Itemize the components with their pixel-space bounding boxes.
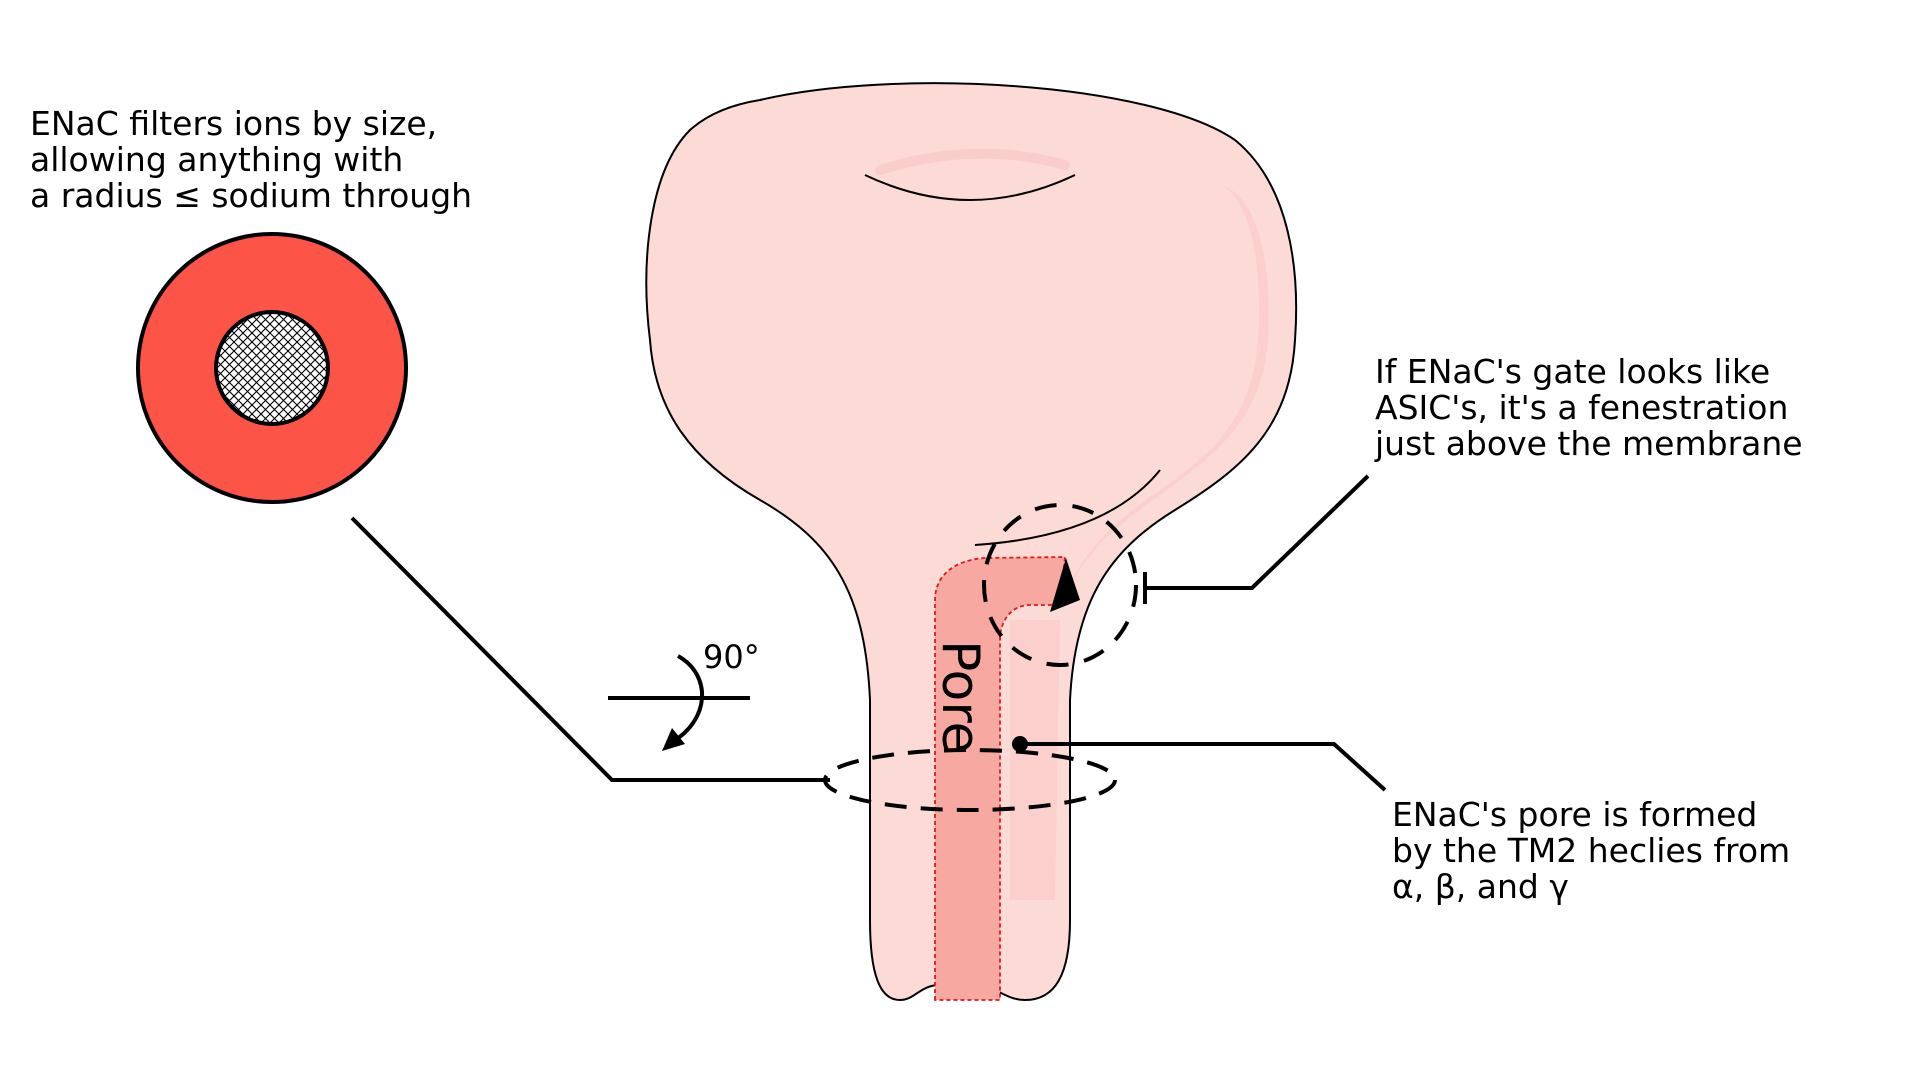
protein-highlight — [875, 148, 1070, 175]
gate-region-ellipse — [982, 503, 1138, 667]
protein-rim — [864, 174, 1076, 201]
rotation-arc — [670, 654, 704, 744]
filter-annotation: ENaC filters ions by size, allowing anyt… — [30, 104, 472, 215]
pore-channel-group: Pore — [930, 556, 1080, 1001]
pore-cross-section — [136, 232, 408, 504]
gate-wedge — [1050, 558, 1080, 612]
rotation-arrowhead — [662, 728, 685, 751]
pore-label: Pore — [930, 640, 990, 754]
rotation-symbol: 90° — [608, 638, 760, 751]
rotation-label: 90° — [703, 638, 760, 676]
pore-annotation: ENaC's pore is formed by the TM2 heclies… — [1392, 795, 1801, 906]
gate-annotation-line: If ENaC's gate looks like — [1375, 352, 1770, 391]
pore-leader-line — [1020, 742, 1387, 792]
filter-annotation-line: ENaC filters ions by size, — [30, 104, 437, 143]
filter-annotation-line: allowing anything with — [30, 140, 403, 179]
protein-shade — [1010, 185, 1269, 900]
filter-leader-line — [350, 516, 830, 782]
gate-line — [974, 469, 1161, 546]
pore-annotation-line: ENaC's pore is formed — [1392, 795, 1757, 834]
filter-annotation-line: a radius ≤ sodium through — [30, 176, 472, 215]
enac-protein — [645, 82, 1298, 1002]
pore-annotation-line: by the TM2 heclies from — [1392, 831, 1790, 870]
gate-leader-line — [1145, 474, 1370, 590]
protein-body — [645, 82, 1298, 1002]
gate-annotation: If ENaC's gate looks like ASIC's, it's a… — [1374, 352, 1803, 463]
gate-annotation-line: just above the membrane — [1374, 424, 1803, 463]
pore-annotation-line: α, β, and γ — [1392, 867, 1569, 906]
gate-annotation-line: ASIC's, it's a fenestration — [1375, 388, 1788, 427]
cross-section-hatched-core — [214, 310, 330, 426]
pore-leader-dot — [1012, 736, 1028, 752]
